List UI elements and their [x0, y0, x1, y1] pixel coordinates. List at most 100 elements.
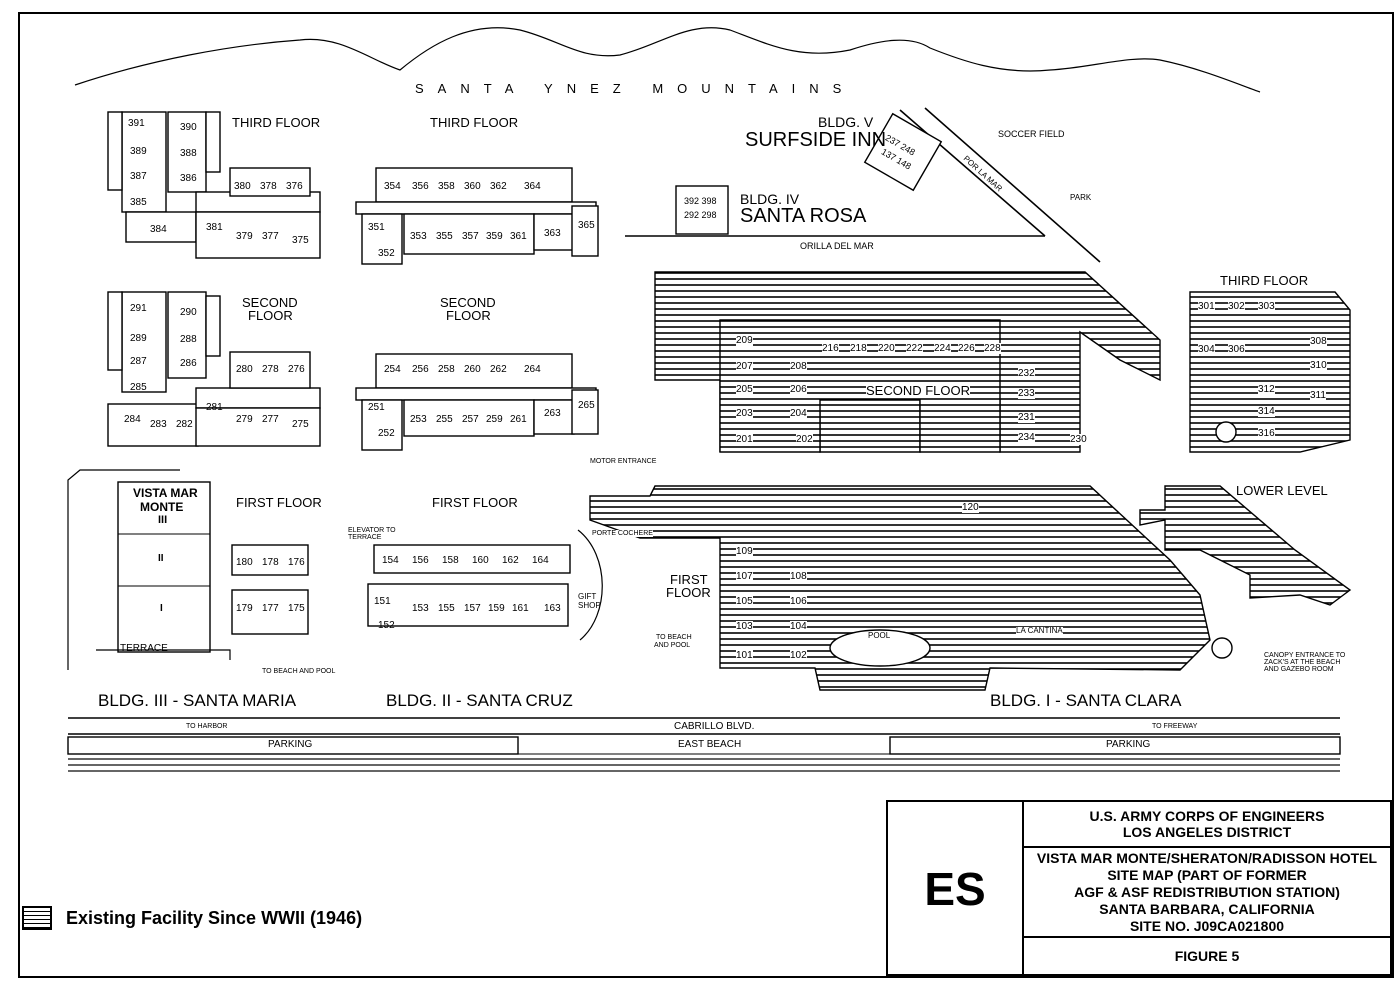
room: 357 [462, 231, 479, 242]
room: 152 [378, 620, 395, 631]
room: 176 [288, 557, 305, 568]
title-block-title: VISTA MAR MONTE/SHERATON/RADISSON HOTEL … [1024, 848, 1390, 938]
room: 202 [796, 434, 813, 445]
gift-shop-label: GIFT SHOP [578, 592, 601, 610]
room: 108 [790, 571, 807, 582]
room: 264 [524, 364, 541, 375]
santa-rosa-rooms-b: 292 298 [684, 210, 717, 220]
vista-mar-label-a: VISTA MAR [133, 486, 198, 500]
room: 278 [262, 364, 279, 375]
room: 376 [286, 181, 303, 192]
room: II [158, 553, 164, 564]
room: 390 [180, 122, 197, 133]
room: 306 [1228, 344, 1245, 355]
room: 385 [130, 197, 147, 208]
to-freeway-label: TO FREEWAY [1152, 723, 1198, 730]
room: 105 [736, 596, 753, 607]
scl-first-floor-label-b: FLOOR [666, 585, 711, 600]
room: I [160, 603, 163, 614]
room: 107 [736, 571, 753, 582]
org-line-b: LOS ANGELES DISTRICT [1122, 824, 1292, 840]
room: 386 [180, 173, 197, 184]
room: 289 [130, 333, 147, 344]
sm-third-floor-label: THIRD FLOOR [232, 115, 321, 130]
room: 301 [1198, 301, 1215, 312]
elevator-label: ELEVATOR TO TERRACE [348, 527, 396, 541]
room: 218 [850, 343, 867, 354]
room: 275 [292, 419, 309, 430]
surfside-box [863, 112, 943, 192]
room: 153 [412, 603, 429, 614]
room: 232 [1018, 368, 1035, 379]
santa-clara-building-label: BLDG. I - SANTA CLARA [990, 691, 1182, 710]
room: 365 [578, 220, 595, 231]
vista-mar-label-b: MONTE [140, 500, 184, 514]
room: 353 [410, 231, 427, 242]
room: 262 [490, 364, 507, 375]
east-beach-label: EAST BEACH [678, 739, 742, 750]
room: 102 [790, 650, 807, 661]
room: 256 [412, 364, 429, 375]
title-line-3: AGF & ASF REDISTRIBUTION STATION) [1074, 884, 1340, 900]
room: 276 [288, 364, 305, 375]
santa-rosa-box [675, 185, 729, 235]
sc-third-floor-label: THIRD FLOOR [430, 115, 519, 130]
vista-mar-label-c: III [158, 514, 168, 526]
room: 231 [1018, 412, 1035, 423]
sm-first-floor-label: FIRST FLOOR [236, 495, 322, 510]
sm-second-floor-label-a: SECOND [242, 295, 298, 310]
room: 233 [1018, 388, 1035, 399]
room: 380 [234, 181, 251, 192]
room: 388 [180, 148, 197, 159]
scl-first-floor-label-a: FIRST [670, 572, 708, 587]
terrace-label: TERRACE [120, 643, 168, 654]
room: 103 [736, 621, 753, 632]
room: 291 [130, 303, 147, 314]
por-la-mar-street-a [899, 109, 1046, 237]
title-line-1: VISTA MAR MONTE/SHERATON/RADISSON HOTEL [1036, 850, 1378, 866]
santa-maria-second-floor [107, 291, 321, 447]
room: 205 [736, 384, 753, 395]
santa-cruz-third-floor [355, 167, 599, 265]
room: 387 [130, 171, 147, 182]
room: 389 [130, 146, 147, 157]
por-la-mar-street-b [924, 107, 1101, 263]
santa-cruz-first-floor [367, 529, 603, 641]
room: 208 [790, 361, 807, 372]
room: 314 [1258, 406, 1275, 417]
room: 304 [1198, 344, 1215, 355]
title-block: ES U.S. ARMY CORPS OF ENGINEERS LOS ANGE… [886, 800, 1392, 976]
room: 216 [822, 343, 839, 354]
sc-first-floor-label: FIRST FLOOR [432, 495, 518, 510]
room: 228 [984, 343, 1001, 354]
room: 259 [486, 414, 503, 425]
beach-stipple [68, 758, 1340, 774]
santa-cruz-building-label: BLDG. II - SANTA CRUZ [386, 691, 573, 710]
room: 179 [236, 603, 253, 614]
room: 159 [488, 603, 505, 614]
room: 230 [1070, 434, 1087, 445]
porte-cochere-label: PORTE COCHERE [592, 530, 653, 537]
room: 312 [1258, 384, 1275, 395]
room: 288 [180, 334, 197, 345]
room: 155 [438, 603, 455, 614]
santa-rosa-label-b: SANTA ROSA [740, 205, 867, 227]
room: 224 [934, 343, 951, 354]
room: 378 [260, 181, 277, 192]
title-block-org: U.S. ARMY CORPS OF ENGINEERS LOS ANGELES… [1024, 802, 1390, 848]
room: 384 [150, 224, 167, 235]
room: 381 [206, 222, 223, 233]
santa-cruz-second-floor [355, 353, 599, 451]
room: 263 [544, 408, 561, 419]
room: 303 [1258, 301, 1275, 312]
legend: Existing Facility Since WWII (1946) [22, 906, 362, 930]
room: 285 [130, 382, 147, 393]
room: 156 [412, 555, 429, 566]
room: 282 [176, 419, 193, 430]
scl-third-floor-label: THIRD FLOOR [1220, 273, 1309, 288]
to-beach-label-a: TO BEACH [656, 634, 692, 641]
room: 260 [464, 364, 481, 375]
santa-maria-first-floor [67, 469, 309, 670]
to-harbor-label: TO HARBOR [186, 723, 228, 730]
